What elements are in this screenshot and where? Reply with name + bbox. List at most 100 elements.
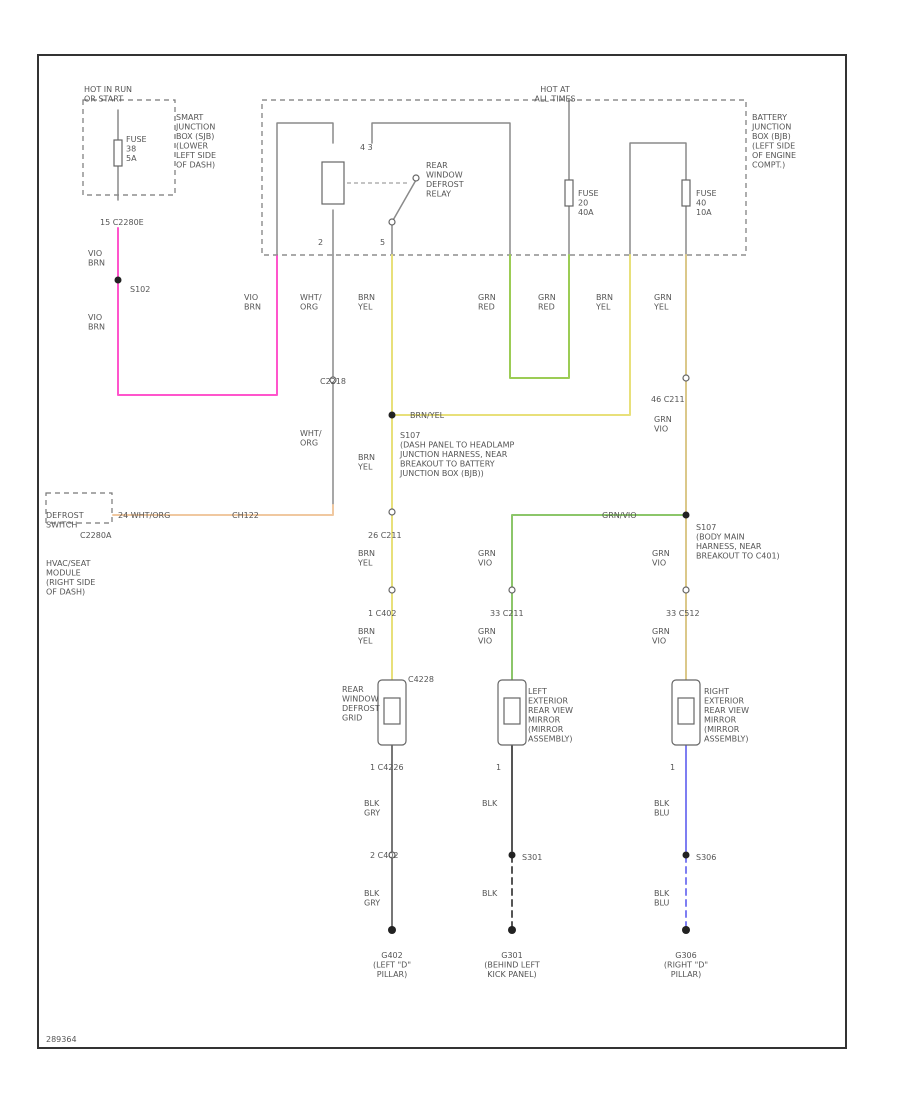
label-c211-left: 33 C211 (490, 609, 524, 618)
label-relay-pin-5: 5 (380, 238, 385, 247)
splice-s102 (114, 276, 122, 284)
label-ch122: CH122 (232, 511, 259, 520)
right-mirror-element (677, 697, 695, 725)
wire-brn-yel-bus (391, 254, 631, 416)
label-s301: S301 (522, 853, 542, 862)
wire-grn-red (509, 254, 570, 379)
relay-switch-arm (391, 179, 417, 223)
label-c2218: C2218 (320, 377, 346, 386)
relay-contact-common (388, 218, 396, 226)
label-blk-1: BLK (482, 799, 498, 808)
ground-g306-icon (682, 926, 690, 934)
label-brn-yel-bus: BRN/YEL (410, 411, 445, 420)
label-grn-vio-bus: GRN/VIO (602, 511, 637, 520)
label-c2280a: C2280A (80, 531, 112, 540)
splice-s107 (388, 411, 396, 419)
label-defrost-pin: 24 WHT/ORG (118, 511, 170, 520)
bjb-wire-coil-feed (276, 122, 334, 256)
connector-c512 (682, 586, 690, 594)
label-relay-pins: 4 3 (360, 143, 373, 152)
label-relay-pin-2: 2 (318, 238, 323, 247)
connector-c211-top (682, 374, 690, 382)
label-g306: G306(RIGHT "D"PILLAR) (664, 951, 708, 979)
label-c402-mid: 1 C402 (368, 609, 397, 618)
fuse-sjb-5a (113, 139, 123, 167)
smart-junction-box-outline (82, 99, 176, 196)
label-c4226: 1 C4226 (370, 763, 404, 772)
label-wht-org-1: WHT/ORG (300, 293, 322, 312)
connector-c2218 (329, 376, 337, 384)
label-c512: 33 C512 (666, 609, 700, 618)
label-c2280e: 15 C2280E (100, 218, 144, 227)
connector-c211-left (508, 586, 516, 594)
label-footer-id: 289364 (46, 1035, 77, 1044)
splice-s306 (682, 851, 690, 859)
label-c4228: C4228 (408, 675, 434, 684)
wire-wht-org (112, 504, 334, 516)
wire-vio-brn (117, 227, 278, 396)
connector-c402 (388, 586, 396, 594)
splice-s107b (682, 511, 690, 519)
bjb-wire-relay-feed (371, 122, 511, 256)
ground-g301-icon (508, 926, 516, 934)
battery-junction-box-outline (261, 99, 747, 256)
label-c211-mid: 26 C211 (368, 531, 402, 540)
defrost-grid-element (383, 697, 401, 725)
label-pin-left-1: 1 (496, 763, 501, 772)
label-pin-right-1: 1 (670, 763, 675, 772)
left-mirror-element (503, 697, 521, 725)
ground-g402-icon (388, 926, 396, 934)
label-c402-low: 2 C402 (370, 851, 399, 860)
label-c211-top-pin: 46 C211 (651, 395, 685, 404)
relay-contact-no (412, 174, 420, 182)
label-g402: G402(LEFT "D"PILLAR) (373, 951, 411, 979)
connector-c211-mid (388, 508, 396, 516)
bjb-wire-fuse-10a (629, 142, 687, 256)
wire-grn-vio-bus (511, 514, 687, 681)
defrost-switch-outline (45, 492, 113, 524)
fuse-40a (564, 179, 574, 207)
splice-s301 (508, 851, 516, 859)
label-wht-org-2: WHT/ORG (300, 429, 322, 448)
label-blk-2: BLK (482, 889, 498, 898)
relay-coil (321, 161, 345, 205)
connector-c402-low (388, 851, 396, 859)
fuse-10a (681, 179, 691, 207)
diagram-frame (37, 54, 847, 1049)
label-s102: S102 (130, 285, 150, 294)
